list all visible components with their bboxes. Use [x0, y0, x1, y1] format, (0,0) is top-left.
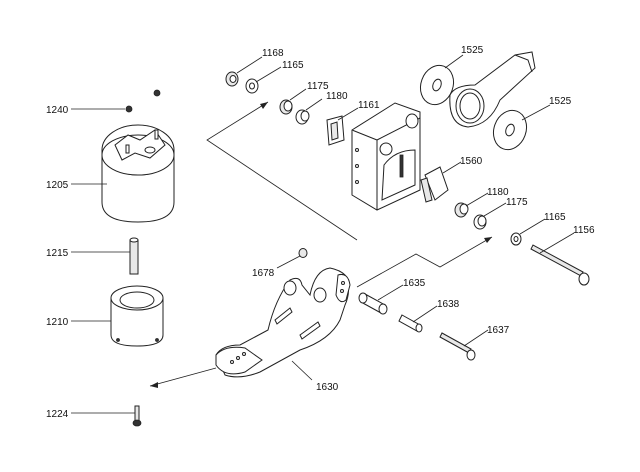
label-1525-top: 1525: [461, 45, 484, 56]
label-1210: 1210: [46, 317, 69, 328]
label-1175-top: 1175: [307, 81, 329, 92]
label-1560: 1560: [460, 156, 483, 167]
part-1525-washer-top: [419, 64, 455, 106]
label-1165-lower: 1165: [544, 212, 566, 223]
label-1168: 1168: [262, 48, 284, 59]
arrowhead-upper: [260, 102, 268, 109]
part-1215-stud: [129, 237, 139, 275]
label-1637: 1637: [487, 325, 510, 336]
part-1210-mount-base: [110, 285, 164, 347]
arrowhead-lower: [484, 237, 492, 243]
label-1224: 1224: [46, 409, 69, 420]
label-1638: 1638: [437, 299, 460, 310]
label-1678: 1678: [252, 268, 275, 279]
part-1175-bushing-lower: [473, 214, 487, 230]
label-1165-top: 1165: [282, 60, 304, 71]
part-1635-sleeve: [358, 292, 388, 315]
part-1205-air-spring: [101, 124, 175, 223]
path-line-left: [149, 367, 217, 387]
part-1560-clip: [420, 166, 449, 203]
leader-lines: [71, 54, 575, 414]
part-1161-clip: [326, 115, 345, 146]
part-1175-bushing-top: [279, 99, 293, 115]
part-1638-spacer: [398, 314, 423, 333]
label-1215: 1215: [46, 248, 69, 259]
label-1240: 1240: [46, 105, 69, 116]
arrowhead-left: [150, 382, 158, 388]
part-1156-bolt: [530, 244, 590, 286]
label-1180-top: 1180: [326, 91, 348, 102]
part-1630-bracket: [215, 267, 351, 378]
part-1240-nut: [125, 89, 161, 113]
label-1175-lower: 1175: [506, 197, 528, 208]
part-1180-flanged-bushing-lower: [454, 202, 469, 218]
part-1165-washer-top: [245, 78, 259, 94]
part-1678-nut: [298, 248, 308, 258]
label-1630: 1630: [316, 382, 339, 393]
part-1168-nut: [225, 71, 239, 87]
part-control-arm: [449, 51, 536, 128]
label-1180-lower: 1180: [487, 187, 509, 198]
label-1525-bottom: 1525: [549, 96, 572, 107]
part-1525-washer-bottom: [492, 109, 528, 151]
path-line-upper: [206, 101, 358, 241]
label-1156: 1156: [573, 225, 595, 236]
path-line-lower: [356, 236, 493, 288]
part-labels: 1168 1165 1175 1180 1161 1525 1525 1240 …: [46, 45, 595, 420]
label-1635: 1635: [403, 278, 426, 289]
part-mounting-bracket: [351, 102, 421, 211]
part-1180-flanged-bushing-top: [295, 109, 310, 125]
part-1165-washer-lower: [510, 232, 522, 246]
label-1161: 1161: [358, 100, 380, 111]
part-1224-bolt: [132, 405, 142, 427]
part-1637-bolt: [439, 332, 476, 361]
label-1205: 1205: [46, 180, 69, 191]
assembly-path-lines: [149, 101, 493, 388]
